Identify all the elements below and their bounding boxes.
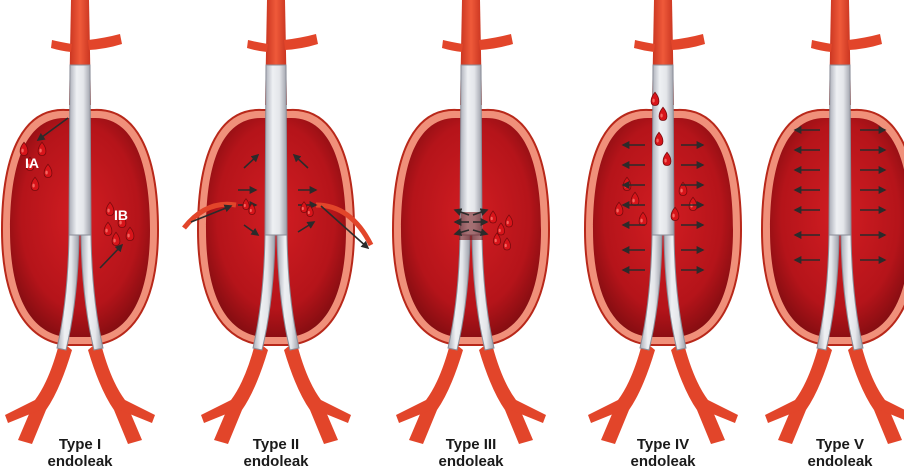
right-iliac-artery (479, 340, 533, 444)
right-iliac-artery (848, 340, 902, 444)
caption-sub-label: endoleak (391, 453, 551, 470)
stent-graft-main-body (265, 65, 287, 235)
caption-type-5: Type V endoleak (760, 436, 904, 470)
caption-sub-label: endoleak (0, 453, 160, 470)
drop-highlight (39, 149, 41, 153)
branch-artery-right (88, 34, 122, 50)
branch-artery-left (247, 40, 268, 52)
panel-type-5 (762, 0, 904, 444)
stent-graft-main-body (460, 65, 482, 235)
drop-highlight (32, 184, 34, 188)
drop-highlight (499, 229, 501, 233)
drop-highlight (45, 171, 47, 175)
caption-type-label: Type III (391, 436, 551, 453)
panel-type-4 (585, 0, 741, 444)
right-iliac-artery (671, 340, 725, 444)
left-iliac-artery (778, 340, 832, 444)
drop-highlight (664, 159, 666, 163)
drop-highlight (672, 214, 674, 218)
panel-type-1: IA IB (2, 0, 158, 444)
stent-graft-main-body (652, 65, 674, 235)
drop-highlight (491, 217, 493, 221)
left-iliac-artery (18, 340, 72, 444)
drop-highlight (507, 221, 509, 225)
right-iliac-artery (284, 340, 338, 444)
drop-highlight (244, 204, 246, 207)
drop-highlight (21, 149, 23, 153)
drop-highlight (113, 239, 115, 243)
caption-type-1: Type I endoleak (0, 436, 160, 470)
drop-highlight (302, 207, 304, 210)
caption-type-label: Type IV (583, 436, 743, 453)
right-iliac-artery (88, 340, 142, 444)
branch-artery-left (634, 40, 655, 52)
drop-highlight (107, 209, 109, 213)
drop-highlight (105, 229, 107, 233)
graft-defect (459, 212, 483, 240)
drop-highlight (505, 244, 507, 248)
caption-type-4: Type IV endoleak (583, 436, 743, 470)
caption-sub-label: endoleak (196, 453, 356, 470)
panel-type-2 (184, 0, 371, 444)
drop-highlight (656, 139, 658, 143)
drop-highlight (250, 209, 252, 212)
branch-artery-left (51, 40, 72, 52)
drop-highlight (308, 211, 310, 214)
caption-sub-label: endoleak (760, 453, 904, 470)
left-iliac-artery (601, 340, 655, 444)
drop-highlight (660, 114, 662, 118)
branch-artery-right (848, 34, 882, 50)
caption-type-3: Type III endoleak (391, 436, 551, 470)
caption-type-label: Type I (0, 436, 160, 453)
drop-highlight (652, 99, 654, 103)
caption-type-2: Type II endoleak (196, 436, 356, 470)
branch-artery-right (479, 34, 513, 50)
branch-artery-right (284, 34, 318, 50)
drop-highlight (127, 234, 129, 238)
branch-artery-left (442, 40, 463, 52)
caption-type-label: Type II (196, 436, 356, 453)
drop-highlight (616, 209, 618, 213)
panel-type-3 (393, 0, 549, 444)
panels-layer: IA IB (2, 0, 904, 444)
caption-sub-label: endoleak (583, 453, 743, 470)
branch-artery-right (671, 34, 705, 50)
stent-graft-main-body (69, 65, 91, 235)
drop-highlight (495, 239, 497, 243)
drop-highlight (632, 199, 634, 203)
marker-ib-label: IB (114, 207, 128, 223)
marker-ia-label: IA (25, 155, 39, 171)
drop-highlight (640, 219, 642, 223)
left-iliac-artery (409, 340, 463, 444)
stent-graft-main-body (829, 65, 851, 235)
drop-highlight (680, 189, 682, 193)
branch-artery-left (811, 40, 832, 52)
left-iliac-artery (214, 340, 268, 444)
caption-type-label: Type V (760, 436, 904, 453)
